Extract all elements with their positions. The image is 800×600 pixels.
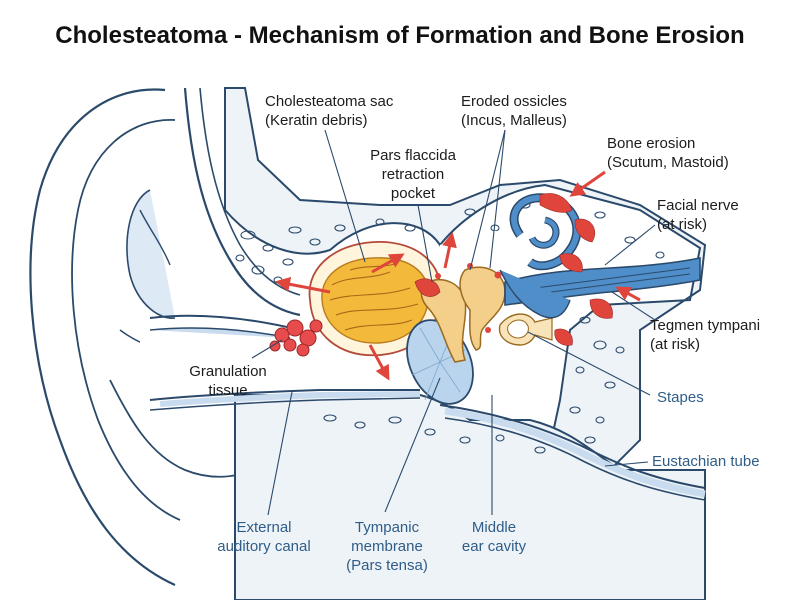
label-line: tissue bbox=[208, 382, 248, 399]
label-middle-ear-cavity: Middle ear cavity bbox=[446, 518, 542, 556]
page-title: Cholesteatoma - Mechanism of Formation a… bbox=[55, 22, 745, 49]
label-line: Pars flaccida bbox=[370, 147, 456, 164]
label-line: Eroded ossicles bbox=[461, 93, 567, 110]
label-tegmen-tympani: Tegmen tympani (at risk) bbox=[650, 316, 760, 354]
label-line: Tegmen tympani bbox=[650, 317, 761, 334]
label-line: (at risk) bbox=[657, 216, 707, 233]
label-facial-nerve: Facial nerve (at risk) bbox=[657, 196, 739, 234]
label-line: (Keratin debris) bbox=[265, 112, 368, 129]
bone-erosion-patches bbox=[414, 193, 613, 346]
leader-lines bbox=[251, 129, 656, 516]
eustachian-tube bbox=[439, 404, 706, 501]
erosion-arrows bbox=[275, 170, 641, 381]
label-line: External bbox=[236, 519, 292, 536]
cholesteatoma-sac bbox=[308, 241, 442, 357]
label-granulation-tissue: Granulation tissue bbox=[175, 362, 281, 400]
label-line: ear cavity bbox=[461, 538, 527, 555]
label-line: auditory canal bbox=[217, 538, 311, 555]
label-eustachian-tube: Eustachian tube bbox=[652, 452, 760, 471]
label-external-auditory-canal: External auditory canal bbox=[203, 518, 325, 556]
label-eroded-ossicles: Eroded ossicles (Incus, Malleus) bbox=[461, 92, 567, 130]
label-line: Granulation bbox=[189, 363, 267, 380]
label-line: Eustachian tube bbox=[652, 453, 760, 470]
auricle bbox=[20, 88, 255, 600]
label-line: Facial nerve bbox=[657, 197, 739, 214]
label-line: Bone erosion bbox=[607, 135, 696, 152]
label-cholesteatoma-sac: Cholesteatoma sac (Keratin debris) bbox=[265, 92, 393, 130]
label-bone-erosion: Bone erosion (Scutum, Mastoid) bbox=[607, 134, 729, 172]
label-line: (Scutum, Mastoid) bbox=[607, 154, 729, 171]
label-line: pocket bbox=[390, 185, 436, 202]
label-line: (Incus, Malleus) bbox=[461, 112, 567, 129]
label-line: (at risk) bbox=[650, 336, 700, 353]
label-line: (Pars tensa) bbox=[346, 557, 428, 574]
label-line: Stapes bbox=[657, 389, 704, 406]
stapes bbox=[498, 313, 553, 346]
label-line: Cholesteatoma sac bbox=[265, 93, 394, 110]
label-stapes: Stapes bbox=[657, 388, 704, 407]
label-line: Middle bbox=[471, 519, 517, 536]
label-line: membrane bbox=[351, 538, 423, 555]
label-line: retraction bbox=[381, 166, 445, 183]
label-pars-flaccida: Pars flaccida retraction pocket bbox=[352, 146, 474, 203]
label-tympanic-membrane: Tympanic membrane (Pars tensa) bbox=[330, 518, 444, 575]
inner-ear-and-facial-nerve bbox=[499, 193, 701, 319]
granulation-tissue bbox=[269, 319, 323, 357]
label-line: Tympanic bbox=[354, 519, 420, 536]
